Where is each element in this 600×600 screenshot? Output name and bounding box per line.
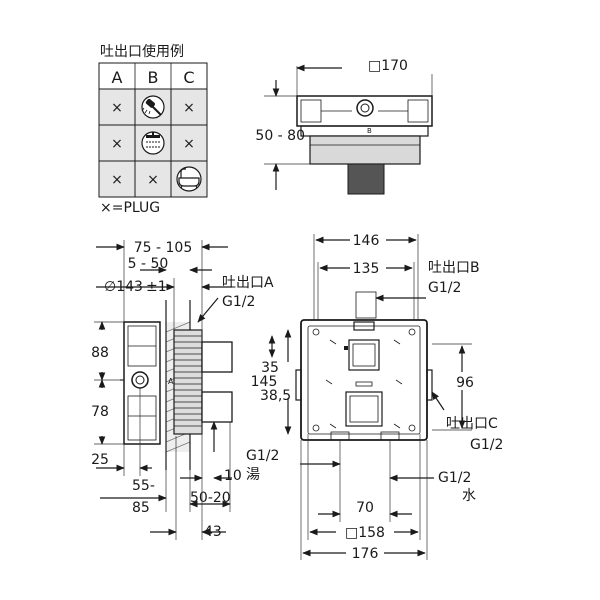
- top-view: □170 B 50 - 80: [255, 56, 434, 195]
- hand-shower-icon: [141, 95, 165, 119]
- dim-side-143: ∅143: [104, 279, 143, 295]
- legend-cell-plug: ×: [111, 100, 123, 116]
- label-outlet-a-thread: G1/2: [222, 294, 255, 310]
- dim-side-5-50: 5 - 50: [128, 256, 169, 272]
- dim-side-38-5: 38,5: [260, 388, 291, 404]
- dim-side-43: 43: [204, 524, 222, 540]
- dim-top-width: □170: [368, 58, 408, 74]
- label-cold: 水: [462, 488, 476, 504]
- dim-front-96: 96: [456, 375, 474, 391]
- label-hot-thread: G1/2: [246, 448, 279, 464]
- legend-note: ×=PLUG: [100, 200, 160, 216]
- legend-cell-plug: ×: [183, 100, 195, 116]
- rain-shower-icon: [141, 131, 165, 155]
- legend-header-b: B: [148, 68, 159, 87]
- dim-side-10: 10: [224, 468, 242, 484]
- legend-cell-plug: ×: [183, 136, 195, 152]
- legend-grid: A B C × × ×: [98, 62, 208, 198]
- dim-top-depth: 50 - 80: [255, 128, 305, 144]
- dim-front-70: 70: [356, 500, 374, 516]
- dim-side-78: 78: [91, 404, 109, 420]
- label-outlet-c-thread: G1/2: [470, 437, 503, 453]
- legend-cell-plug: ×: [147, 172, 159, 188]
- dim-side-55: 55-: [132, 478, 155, 494]
- label-outlet-b: 吐出口B: [428, 260, 480, 276]
- dim-front-176: 176: [352, 546, 379, 562]
- front-view: 146 135 吐出口B G1/2: [295, 230, 503, 562]
- dim-side-25: 25: [91, 452, 109, 468]
- dim-side-50-20: 50-20: [190, 490, 231, 506]
- dim-side-85: 85: [132, 500, 150, 516]
- label-outlet-c: 吐出口C: [446, 416, 498, 432]
- svg-text:B: B: [367, 127, 372, 135]
- outlet-usage-legend: 吐出口使用例 A B C ×: [98, 43, 208, 216]
- legend-title: 吐出口使用例: [100, 43, 184, 60]
- dim-side-75-105: 75 - 105: [134, 240, 193, 256]
- legend-header-c: C: [183, 68, 194, 87]
- legend-cell-plug: ×: [111, 172, 123, 188]
- label-cold-thread: G1/2: [438, 470, 471, 486]
- dim-side-145: 145: [251, 374, 278, 390]
- dim-side-35: 35: [261, 360, 279, 376]
- label-outlet-a: 吐出口A: [222, 275, 274, 291]
- bathtub-icon: [176, 166, 202, 192]
- dim-front-135: 135: [353, 261, 380, 277]
- legend-header-a: A: [112, 68, 123, 87]
- dim-front-146: 146: [353, 233, 380, 249]
- svg-text:A: A: [168, 377, 174, 386]
- side-view: A 75 - 105 5 - 50 ∅143 ±1 吐出口A G1/2: [91, 240, 292, 540]
- dim-front-158: □158: [345, 525, 385, 541]
- dim-side-143-tolerance: ±1: [146, 279, 167, 295]
- label-outlet-b-thread: G1/2: [428, 280, 461, 296]
- label-hot: 湯: [246, 466, 260, 483]
- dim-side-88: 88: [91, 345, 109, 361]
- legend-cell-plug: ×: [111, 136, 123, 152]
